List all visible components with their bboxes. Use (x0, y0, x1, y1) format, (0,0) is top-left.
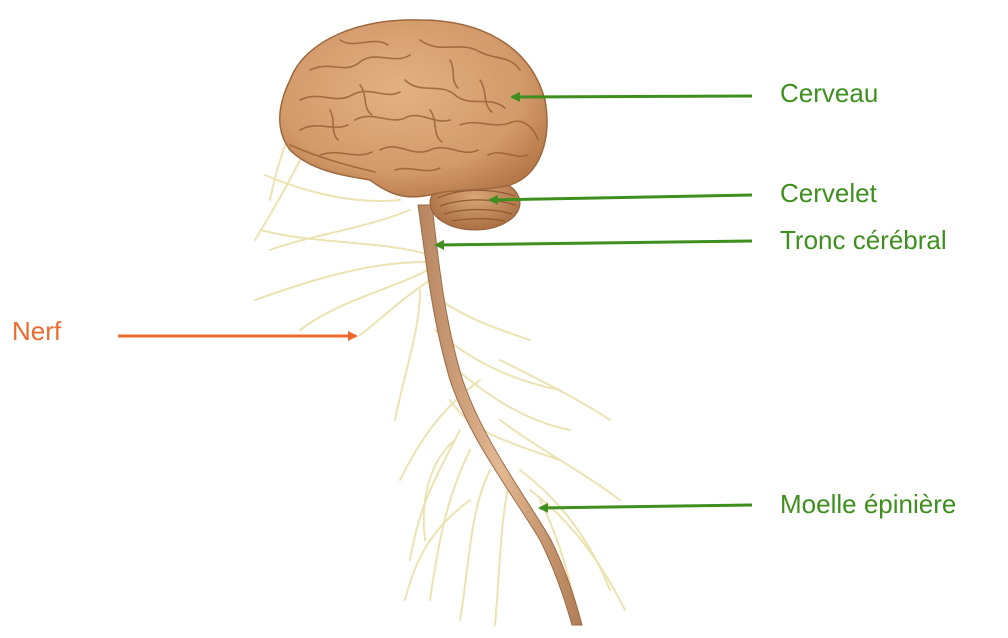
label-cervelet: Cervelet (780, 178, 877, 208)
arrow-tronc (436, 241, 752, 245)
label-moelle-epiniere: Moelle épinière (780, 489, 956, 519)
brain (280, 20, 547, 197)
label-nerf: Nerf (12, 316, 61, 346)
label-tronc-cerebral: Tronc cérébral (780, 225, 947, 255)
label-cerveau: Cerveau (780, 78, 878, 108)
arrow-moelle (540, 505, 752, 508)
arrow-cervelet (490, 195, 752, 200)
arrow-cerveau (512, 96, 752, 97)
